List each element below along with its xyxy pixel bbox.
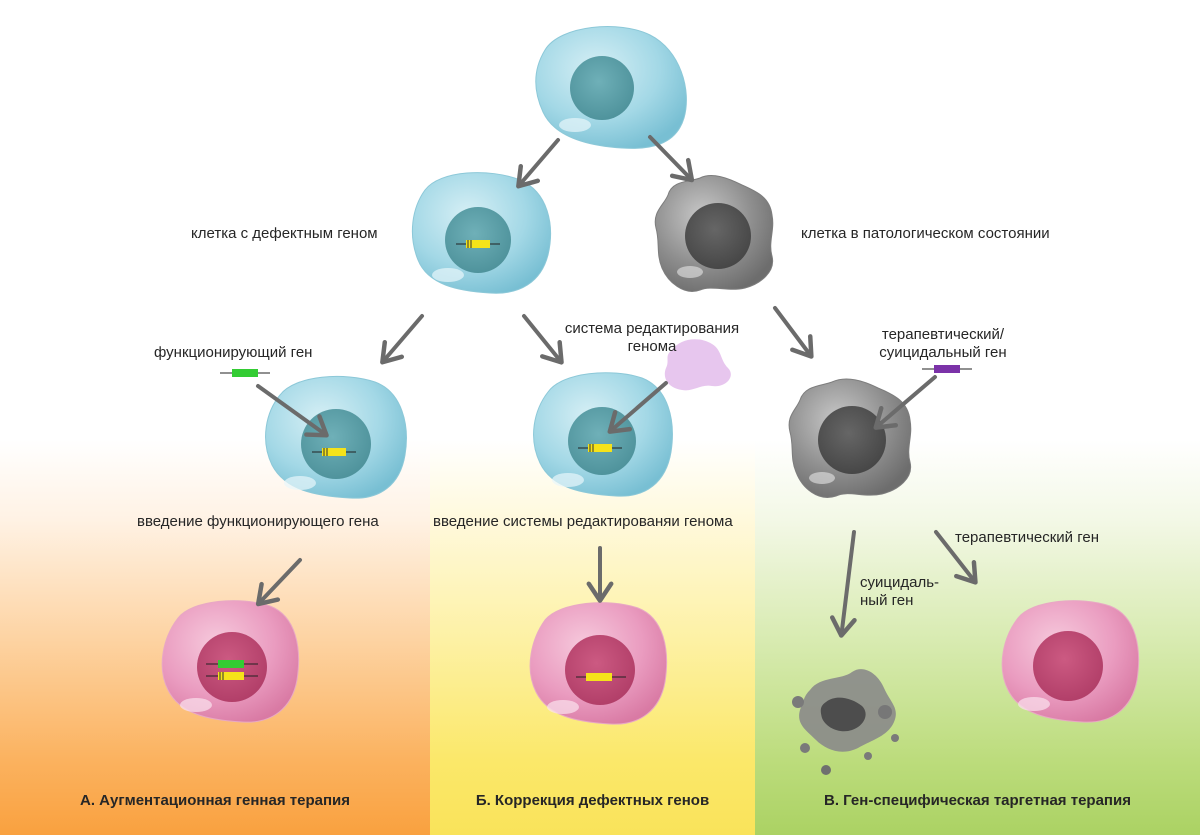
title-panel-a: А. Аугментационная генная терапия — [80, 792, 350, 809]
functional-gene-icon — [206, 660, 258, 668]
label-therapeutic-suicide-gene: терапевтический/ суицидальный ген — [868, 326, 1018, 362]
nucleus — [1033, 631, 1103, 701]
arrow-to-defective — [516, 138, 560, 189]
label-suicide-gene-line2: ный ген — [860, 592, 914, 609]
nucleus — [570, 56, 634, 120]
label-editing-system-line2: генома — [627, 338, 677, 355]
cell-healthy-top — [535, 26, 687, 149]
label-editing-system: система редактирования генома — [548, 320, 756, 356]
label-intro-functional: введение функционирующего гена — [137, 513, 379, 530]
defective-gene-icon — [206, 672, 258, 680]
arrow-to-pathological-lower — [773, 306, 814, 359]
label-pathological-cell: клетка в патологическом состоянии — [801, 225, 1050, 242]
arrow-gene-into-cell — [256, 384, 329, 438]
arrow-to-pathological — [648, 135, 695, 183]
arrows — [255, 135, 978, 638]
cell-healthy-therapeutic — [1001, 600, 1140, 723]
arrow-therapeutic — [934, 530, 978, 585]
nucleus — [818, 406, 886, 474]
nucleus — [685, 203, 751, 269]
label-therapeutic-gene: терапевтический ген — [955, 529, 1099, 546]
label-suicide-gene: суицидаль- ный ген — [860, 574, 939, 610]
label-functional-gene: функционирующий ген — [154, 344, 313, 361]
cell-corrected-editing — [529, 602, 668, 725]
nucleus — [565, 635, 635, 705]
cell-editing — [533, 372, 673, 497]
label-editing-system-line1: система редактирования — [564, 320, 740, 337]
editing-system-blob — [664, 339, 731, 391]
nucleus — [301, 409, 371, 479]
defective-gene-icon — [578, 444, 622, 452]
title-panel-b: Б. Коррекция дефектных генов — [475, 792, 710, 809]
arrow-system-into-cell — [607, 381, 668, 434]
label-defective-cell: клетка с дефектным геном — [191, 225, 378, 242]
label-suicide-gene-line1: суицидаль- — [860, 574, 940, 591]
cell-defective-gene — [411, 172, 551, 294]
cell-corrected-augmentation — [161, 600, 300, 723]
corrected-gene-icon — [576, 673, 626, 681]
functional-gene-icon — [220, 369, 270, 377]
cell-augmentation — [265, 375, 407, 499]
cell-pathological-lower — [788, 378, 912, 498]
title-panel-c: В. Ген-специфическая таргетная терапия — [824, 792, 1131, 809]
dying-cell-splatter — [792, 669, 899, 775]
label-therapeutic-suicide-line2: суицидальный ген — [879, 344, 1007, 361]
label-intro-editing: введение системы редактированяи генома — [433, 513, 733, 530]
arrow-to-augmentation — [380, 314, 424, 365]
arrow-to-editing — [522, 314, 564, 365]
label-therapeutic-suicide-line1: терапевтический/ — [881, 326, 1005, 343]
arrow-suicide — [830, 530, 857, 638]
therapeutic-gene-icon — [922, 365, 972, 373]
arrow-to-corrected-augmentation — [255, 558, 302, 607]
defective-gene-icon — [312, 448, 356, 456]
defective-gene-icon — [456, 240, 500, 248]
arrow-therapeutic-into-cell — [873, 375, 937, 430]
cell-pathological — [654, 175, 774, 292]
